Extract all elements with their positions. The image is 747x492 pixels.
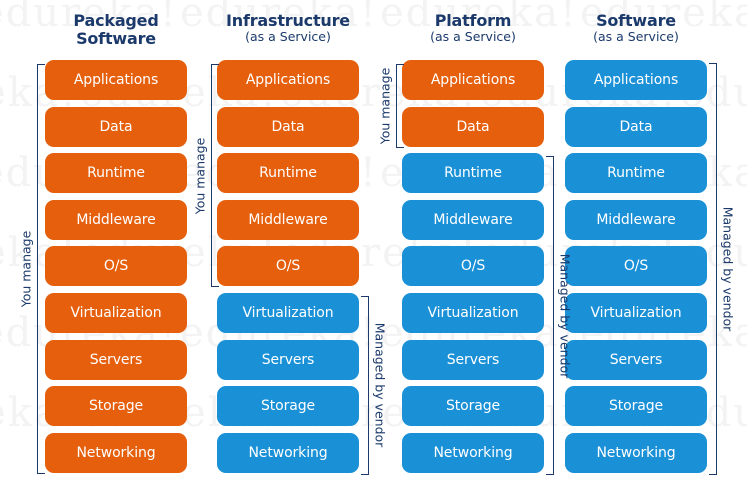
layer-paas-servers: Servers	[402, 339, 544, 380]
layer-packaged-software-data: Data	[45, 106, 187, 147]
layer-saas-middleware: Middleware	[565, 199, 707, 240]
layer-saas-runtime: Runtime	[565, 153, 707, 194]
layer-saas-data: Data	[565, 106, 707, 147]
bracket-label-you-manage: You manage	[377, 67, 393, 145]
layer-saas-storage: Storage	[565, 386, 707, 427]
layer-packaged-software-networking: Networking	[45, 432, 187, 473]
layer-saas-servers: Servers	[565, 339, 707, 380]
layer-packaged-software-runtime: Runtime	[45, 153, 187, 194]
layer-iaas-servers: Servers	[217, 339, 359, 380]
header-title-line2: Software	[76, 29, 156, 49]
layer-paas-data: Data	[402, 106, 544, 147]
layer-iaas-storage: Storage	[217, 386, 359, 427]
bracket-you-manage-iaas	[211, 64, 219, 288]
header-subtitle: (as a Service)	[593, 29, 679, 45]
bracket-label-you-manage: You manage	[192, 137, 208, 214]
layer-saas-networking: Networking	[565, 432, 707, 473]
header-saas: Software (as a Service)	[565, 11, 707, 45]
header-title: Packaged	[73, 11, 159, 30]
layer-paas-networking: Networking	[402, 432, 544, 473]
header-packaged-software: Packaged Software	[45, 11, 187, 49]
bracket-label-you-manage: You manage	[18, 230, 34, 308]
layer-paas-applications: Applications	[402, 60, 544, 100]
bracket-label-managed-by-vendor: Managed by vendor	[720, 206, 736, 332]
header-subtitle: (as a Service)	[245, 29, 331, 45]
bracket-managed-by-vendor-saas	[709, 63, 717, 475]
bracket-label-managed-by-vendor: Managed by vendor	[372, 323, 388, 448]
layer-packaged-software-virtualization: Virtualization	[45, 293, 187, 333]
layer-paas-storage: Storage	[402, 386, 544, 427]
layer-saas-virtualization: Virtualization	[565, 293, 707, 333]
layer-iaas-applications: Applications	[217, 60, 359, 100]
layer-packaged-software-applications: Applications	[45, 60, 187, 100]
bracket-managed-by-vendor-paas	[546, 156, 554, 475]
header-title: Infrastructure	[226, 11, 350, 30]
layer-packaged-software-middleware: Middleware	[45, 199, 187, 240]
layer-iaas-virtualization: Virtualization	[217, 293, 359, 333]
layer-paas-virtualization: Virtualization	[402, 293, 544, 333]
layer-paas-runtime: Runtime	[402, 153, 544, 194]
bracket-managed-by-vendor-iaas	[361, 296, 369, 475]
layer-saas-os: O/S	[565, 246, 707, 287]
layer-iaas-data: Data	[217, 106, 359, 147]
header-title: Platform	[434, 11, 512, 30]
layer-packaged-software-os: O/S	[45, 246, 187, 287]
layer-iaas-middleware: Middleware	[217, 199, 359, 240]
layer-iaas-os: O/S	[217, 246, 359, 287]
layer-paas-os: O/S	[402, 246, 544, 287]
header-subtitle: (as a Service)	[430, 29, 516, 45]
bracket-label-managed-by-vendor: Managed by vendor	[557, 253, 573, 378]
layer-packaged-software-storage: Storage	[45, 386, 187, 427]
header-title: Software	[596, 11, 676, 30]
header-paas: Platform (as a Service)	[402, 11, 544, 45]
layer-iaas-networking: Networking	[217, 432, 359, 473]
bracket-you-manage-packaged-software	[37, 64, 45, 474]
layer-packaged-software-servers: Servers	[45, 339, 187, 380]
layer-saas-applications: Applications	[565, 60, 707, 100]
layer-paas-middleware: Middleware	[402, 199, 544, 240]
layer-iaas-runtime: Runtime	[217, 153, 359, 194]
header-iaas: Infrastructure (as a Service)	[212, 11, 364, 45]
bracket-you-manage-paas	[396, 64, 404, 148]
